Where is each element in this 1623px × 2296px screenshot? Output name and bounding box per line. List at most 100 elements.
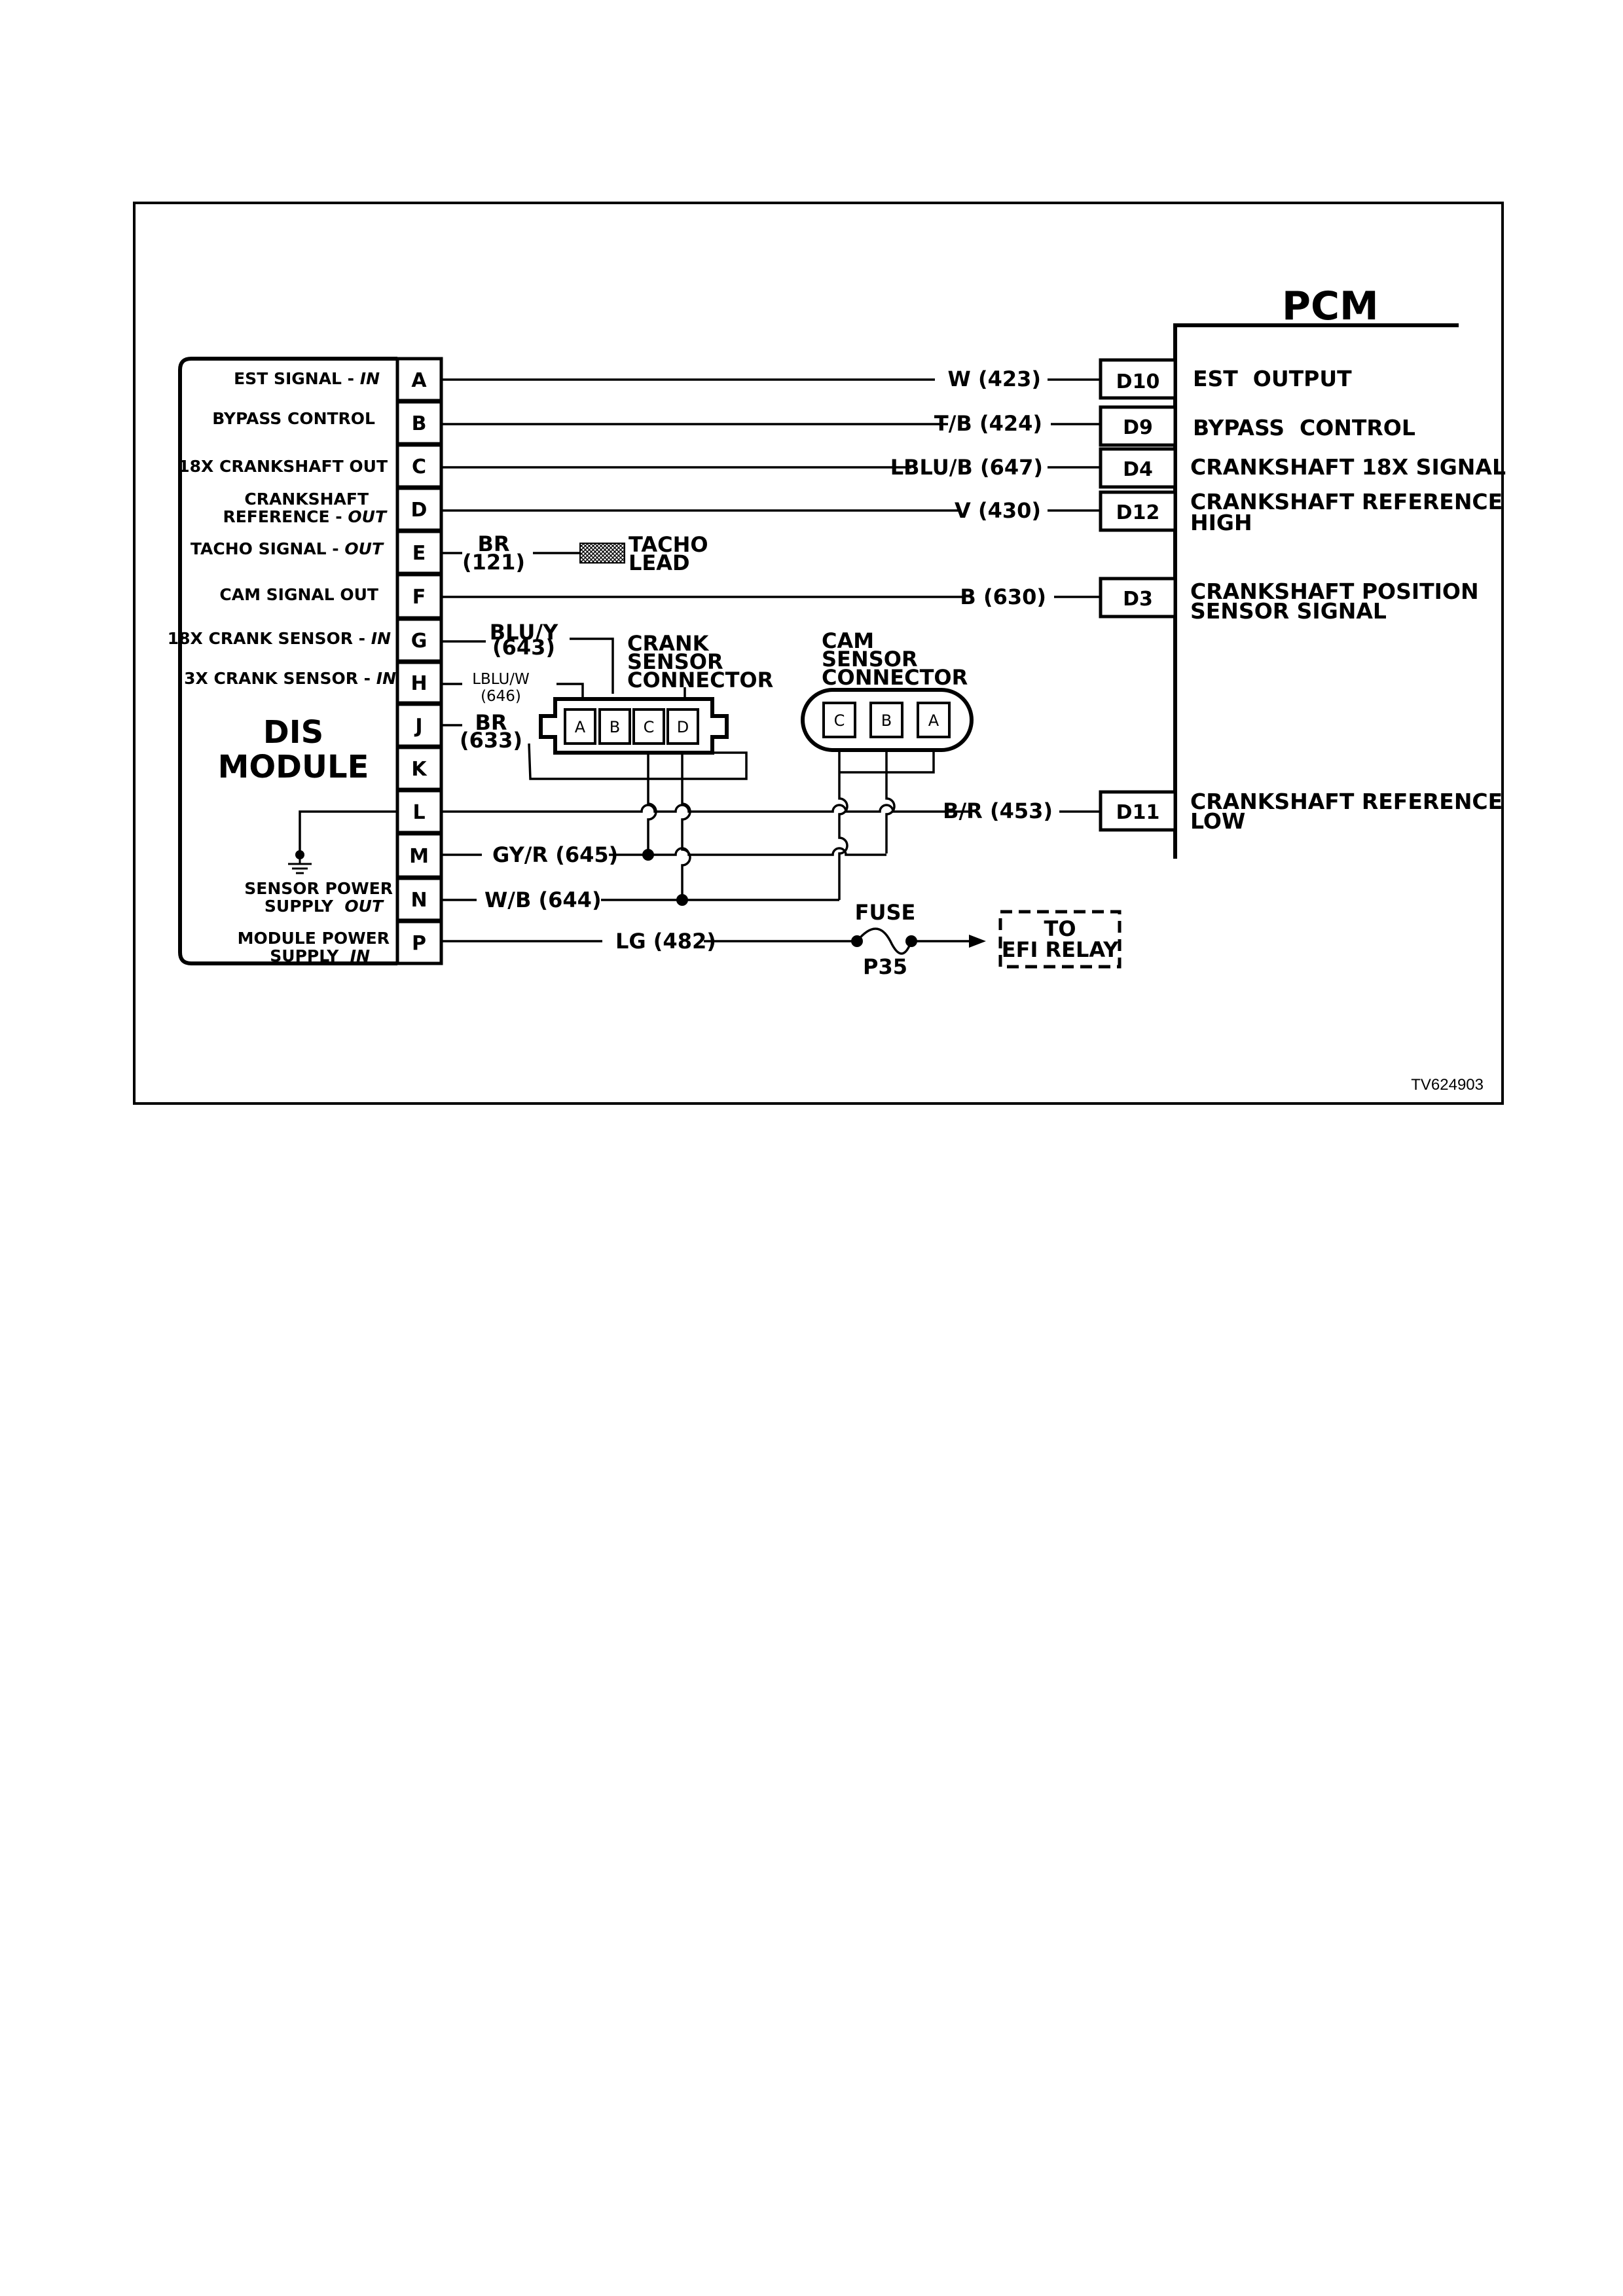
wire-label-h-2: (646): [481, 688, 521, 705]
cam-connector-title-3: CONNECTOR: [822, 665, 968, 690]
dis-pin-k: K: [411, 758, 428, 781]
dis-pin-e: E: [412, 542, 426, 565]
dis-pin-b: B: [412, 412, 427, 435]
svg-text:D10: D10: [1116, 370, 1160, 393]
wire-label-h-1: LBLU/W: [472, 671, 530, 688]
crank-pin-box-d: [666, 708, 699, 745]
cam-pin-b: B: [881, 711, 892, 730]
wire-label-g-1: BLU/Y: [490, 620, 558, 645]
dis-label-e: TACHO SIGNAL - OUT: [191, 539, 384, 558]
dis-pin-l: L: [412, 801, 425, 824]
dis-label-n-2: SUPPLY OUT: [264, 897, 384, 916]
dis-pin-m: M: [409, 845, 429, 868]
wire-label-a: W (423): [948, 367, 1041, 391]
wire-label-b: T/B (424): [934, 411, 1042, 436]
wire-label-c: LBLU/B (647): [890, 455, 1043, 480]
dis-label-g: 18X CRANK SENSOR - IN: [168, 629, 391, 648]
pcm-label-crank-pos-1: CRANKSHAFT POSITION: [1190, 579, 1479, 604]
pcm-label-crank-pos-2: SENSOR SIGNAL: [1190, 598, 1387, 624]
figure-code: TV624903: [1411, 1076, 1484, 1094]
pcm-label-ref-low-2: LOW: [1190, 808, 1245, 834]
dis-pin-box-m: [395, 832, 443, 879]
pcm-pin-d4: D4 CRANKSHAFT 18X SIGNAL: [1099, 447, 1506, 489]
dis-pin-box-p: [395, 920, 443, 965]
efi-relay-label-2: EFI RELAY: [1002, 937, 1119, 962]
cam-pin-a: A: [928, 711, 939, 730]
crank-connector-title-3: CONNECTOR: [627, 668, 773, 692]
fuse-label: FUSE: [855, 900, 916, 925]
pcm-label-est-output: EST OUTPUT: [1193, 366, 1352, 391]
cam-pin-box-c: [822, 702, 856, 738]
dis-label-d-2: REFERENCE - OUT: [223, 507, 388, 526]
dis-pin-box-a: [395, 357, 443, 403]
cam-pin-c: C: [834, 711, 845, 730]
svg-text:D3: D3: [1123, 588, 1153, 611]
wire-label-e-2: (121): [462, 550, 525, 575]
crank-pin-d: D: [677, 718, 689, 736]
pcm-label-ref-low-1: CRANKSHAFT REFERENCE: [1190, 789, 1503, 814]
wire-junctions: [295, 849, 917, 947]
cam-connector-title-2: SENSOR: [822, 647, 918, 672]
dis-label-h: 3X CRANK SENSOR - IN: [184, 669, 396, 688]
dis-label-f: CAM SIGNAL OUT: [219, 585, 378, 604]
dis-pin-box-h: [395, 660, 443, 705]
pcm-label-crankshaft-18x: CRANKSHAFT 18X SIGNAL: [1190, 454, 1506, 480]
cam-pin-box-a: [917, 702, 951, 738]
pcm-outline: [1173, 323, 1459, 859]
pcm-label-ref-high-2: HIGH: [1190, 510, 1252, 535]
svg-text:D4: D4: [1123, 458, 1153, 481]
svg-text:D9: D9: [1123, 416, 1153, 439]
wire-label-j-2: (633): [460, 728, 522, 753]
pcm-title: PCM: [1282, 283, 1379, 329]
dis-pin-box-d: [395, 486, 443, 532]
dis-pin-g: G: [411, 630, 428, 653]
efi-relay-box: [998, 910, 1122, 969]
crank-pin-box-c: [632, 708, 665, 745]
pcm-pin-d10: D10 EST OUTPUT: [1099, 358, 1352, 400]
dis-pin-d: D: [411, 499, 428, 522]
crank-pin-b: B: [610, 718, 620, 736]
dis-label-n-1: SENSOR POWER: [244, 879, 393, 898]
wire-label-p: LG (482): [615, 929, 716, 954]
dis-pin-f: F: [412, 586, 426, 609]
dis-label-p-2: SUPPLY IN: [270, 946, 370, 965]
crank-pin-box-b: [598, 708, 631, 745]
dis-pin-h: H: [410, 672, 427, 695]
wire-label-e-1: BR: [477, 531, 509, 556]
dis-pin-p: P: [412, 932, 426, 955]
crank-pin-c: C: [644, 718, 655, 736]
dis-pin-c: C: [412, 456, 426, 478]
wire-label-f: B (630): [960, 584, 1046, 609]
wire-label-l: B/R (453): [943, 798, 1053, 823]
dis-pin-box-c: [395, 443, 443, 489]
dis-label-b: BYPASS CONTROL: [212, 409, 375, 428]
wire-label-j-1: BR: [475, 710, 507, 735]
figure-frame: [133, 202, 1504, 1105]
wire-label-d: V (430): [955, 498, 1041, 523]
arrow-to-relay-icon: [969, 935, 986, 948]
pcm-label-bypass-control: BYPASS CONTROL: [1193, 415, 1415, 440]
dis-label-d-1: CRANKSHAFT: [244, 490, 369, 509]
cam-pin-box-b: [869, 702, 903, 738]
pcm-pin-d3: D3 CRANKSHAFT POSITION SENSOR SIGNAL: [1099, 577, 1479, 624]
crank-pin-box-a: [564, 708, 596, 745]
efi-relay-label-1: TO: [1044, 916, 1076, 941]
dis-title-1: DIS: [263, 714, 323, 751]
dis-pin-box-j: [395, 702, 443, 748]
dis-title-2: MODULE: [218, 749, 369, 785]
dis-pin-a: A: [411, 369, 427, 392]
wire-label-g-2: (643): [492, 635, 555, 660]
crank-connector-title-1: CRANK: [627, 631, 710, 656]
wire-label-n: W/B (644): [484, 888, 602, 912]
fuse-id: P35: [863, 954, 907, 979]
pcm-pin-d11: D11 CRANKSHAFT REFERENCE LOW: [1099, 789, 1503, 834]
tacho-lead-label-1: TACHO: [629, 532, 708, 557]
wires: [299, 378, 1101, 955]
cam-connector-title-1: CAM: [822, 628, 874, 653]
dis-label-c: 18X CRANKSHAFT OUT: [178, 457, 388, 476]
pcm-label-ref-high-1: CRANKSHAFT REFERENCE: [1190, 489, 1503, 514]
